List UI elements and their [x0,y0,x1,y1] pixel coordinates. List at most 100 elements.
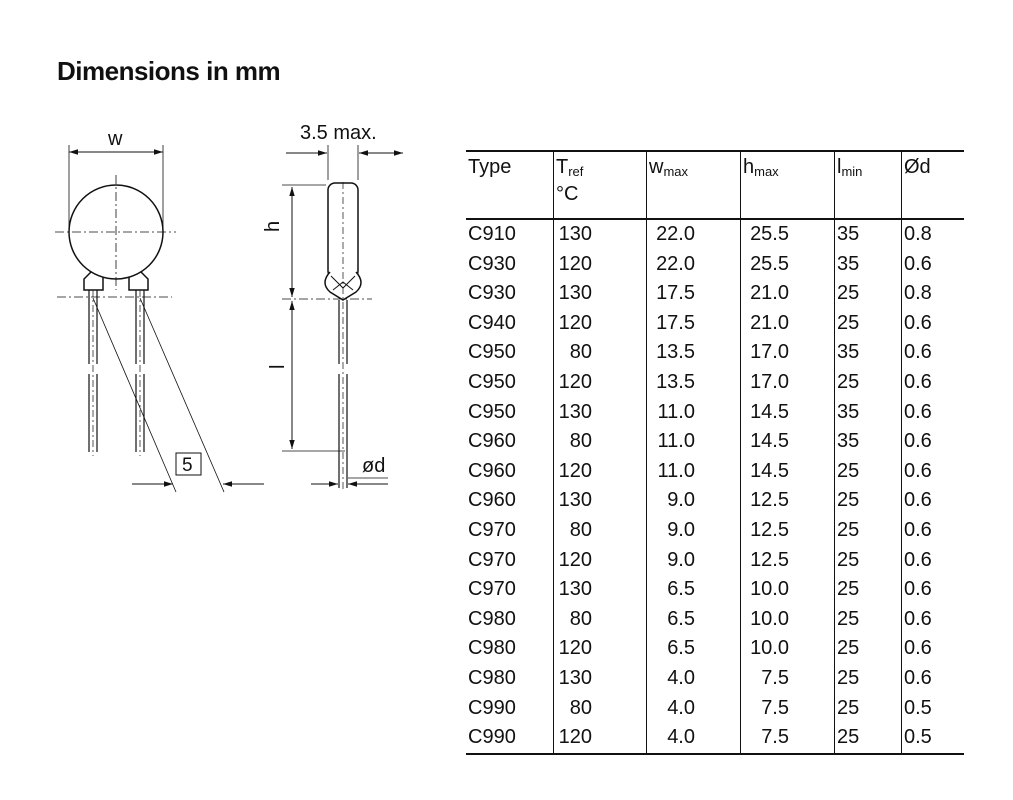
cell-l: 25 [834,634,902,664]
cell-tref: 130 [553,575,647,605]
cell-l: 35 [834,249,902,280]
cell-d: 0.5 [901,723,964,754]
cell-h: 21.0 [740,279,835,309]
cell-h-value: 17.0 [750,341,789,364]
cell-tref: 130 [553,397,647,428]
cell-type: C930 [468,252,516,275]
cell-l: 35 [834,397,902,428]
cell-tref: 130 [553,219,647,250]
cell-h: 25.5 [740,219,835,250]
cell-l: 25 [834,279,902,309]
cell-type: C960 [468,459,516,482]
table-header-row: Type Tref °C wmax hmax lmin Ød [466,151,964,219]
cell-w-value: 11.0 [657,430,695,453]
cell-type: C970 [468,518,516,541]
page-title: Dimensions in mm [57,56,281,86]
cell-w-value: 17.5 [656,282,695,305]
cell-w: 4.0 [646,663,741,694]
cell-w-value: 13.5 [656,341,695,364]
cell-h: 25.5 [740,249,835,280]
cell-h-value: 14.5 [750,459,789,482]
cell-type: C950 [468,370,516,393]
cell-w-value: 6.5 [667,607,695,630]
header-w: wmax [646,151,741,219]
cell-d: 0.6 [901,575,964,605]
header-l-main: l [837,156,842,178]
header-h: hmax [740,151,835,219]
cell-tref: 130 [553,279,647,309]
cell-h-value: 17.0 [750,370,789,393]
header-l-sub: min [841,164,863,179]
cell-d: 0.6 [901,427,964,457]
cell-h-value: 12.5 [750,548,789,571]
cell-h: 14.5 [740,427,835,457]
cell-d: 0.6 [901,604,964,635]
cell-tref: 130 [553,663,647,694]
cell-l: 25 [834,723,902,754]
cell-type: C940 [468,311,516,334]
cell-tref-value: 120 [558,459,592,482]
cell-tref: 80 [553,427,647,457]
cell-h-value: 10.0 [750,637,789,660]
cell-d: 0.6 [901,634,964,664]
cell-h: 17.0 [740,367,835,398]
cell-h-value: 25.5 [750,252,789,275]
cell-w: 6.5 [646,634,741,664]
cell-h-value: 7.5 [761,696,789,719]
cell-tref-value: 130 [558,666,592,689]
cell-l: 25 [834,367,902,398]
cell-w-value: 22.0 [656,223,695,245]
cell-d: 0.6 [901,545,964,576]
cell-tref-value: 120 [558,311,592,334]
cell-w-value: 17.5 [656,311,695,334]
cell-tref: 120 [553,308,647,339]
cell-w: 4.0 [646,723,741,754]
cell-w-value: 4.0 [667,726,695,749]
cell-w: 17.5 [646,279,741,309]
cell-h: 12.5 [740,545,835,576]
cell-l: 25 [834,604,902,635]
cell-type: C970 [468,578,516,601]
header-tref-sub: ref [568,164,584,179]
cell-tref: 80 [553,693,647,724]
cell-w-value: 11.0 [657,459,695,482]
cell-w: 13.5 [646,338,741,368]
cell-h: 7.5 [740,723,835,754]
cell-type: C930 [468,282,516,305]
cell-h-value: 21.0 [750,311,789,334]
cell-tref-value: 130 [558,578,592,601]
cell-h: 12.5 [740,486,835,516]
cell-h-value: 10.0 [750,578,789,601]
cell-l: 25 [834,308,902,339]
dimension-drawing: w 3.5 max. h l ød 5 [55,122,403,493]
cell-tref: 80 [553,515,647,546]
cell-l: 35 [834,338,902,368]
front-view [55,145,264,493]
cell-h: 17.0 [740,338,835,368]
cell-type: C980 [468,607,516,630]
cell-type: C990 [468,726,516,749]
cell-l: 25 [834,545,902,576]
cell-w: 6.5 [646,604,741,635]
cell-d: 0.6 [901,456,964,487]
cell-tref-value: 120 [558,726,592,749]
cell-tref-value: 130 [558,223,592,245]
cell-tref: 120 [553,367,647,398]
label-w: w [107,128,123,150]
cell-h-value: 10.0 [750,607,789,630]
cell-w: 22.0 [646,249,741,280]
header-d: Ød [901,151,964,219]
header-tref-unit: °C [556,183,579,205]
cell-w-value: 6.5 [667,578,695,601]
cell-w-value: 11.0 [657,400,695,423]
header-tref: Tref °C [553,151,647,219]
cell-w: 17.5 [646,308,741,339]
